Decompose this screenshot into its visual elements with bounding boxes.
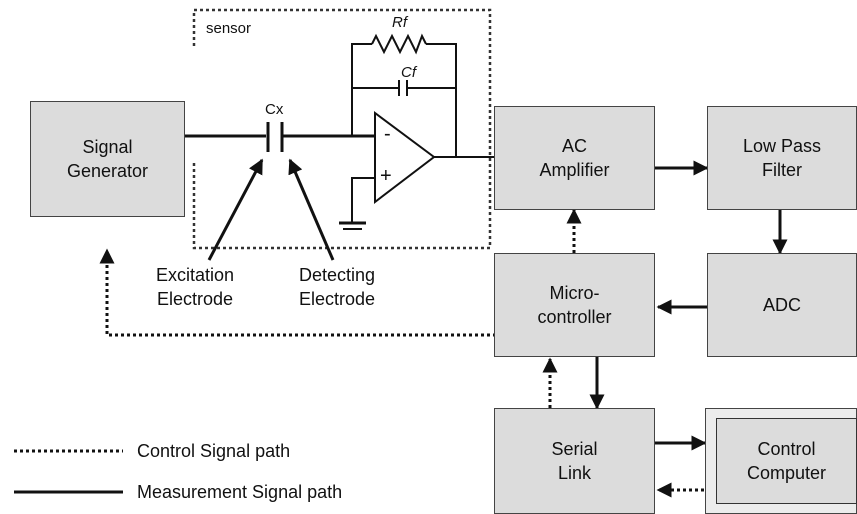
wire-ground bbox=[351, 177, 375, 222]
excitation-line2: Electrode bbox=[156, 289, 234, 309]
excitation-pointer bbox=[207, 158, 264, 261]
serial-link-block: Serial Link bbox=[494, 408, 655, 514]
wire-feedback-left bbox=[351, 43, 372, 136]
cf-label: Cf bbox=[401, 64, 416, 81]
low-pass-filter-line1: Low Pass bbox=[742, 136, 822, 156]
legend-control-label: Control Signal path bbox=[137, 441, 291, 461]
control-computer-line1: Control bbox=[757, 439, 816, 459]
opamp-minus-label: - bbox=[384, 123, 391, 145]
ac-amplifier-line1: AC bbox=[561, 136, 587, 156]
control-computer-block: Control Computer bbox=[716, 418, 857, 504]
signal-generator-block: Signal Generator bbox=[30, 101, 185, 217]
legend-measurement-label: Measurement Signal path bbox=[137, 482, 343, 502]
signal-generator-line1: Signal bbox=[82, 137, 133, 157]
rf-label: Rf bbox=[392, 14, 407, 31]
detecting-line1: Detecting bbox=[298, 265, 376, 285]
ac-amplifier-block: AC Amplifier bbox=[494, 106, 655, 210]
arrow-micro-generator bbox=[99, 248, 496, 337]
opamp-symbol bbox=[374, 111, 436, 205]
low-pass-filter-line2: Filter bbox=[761, 160, 802, 180]
serial-link-line2: Link bbox=[557, 463, 592, 483]
control-computer-line2: Computer bbox=[746, 463, 827, 483]
wire-feedback-right bbox=[426, 43, 457, 157]
microcontroller-line2: controller bbox=[537, 307, 612, 327]
adc-label: ADC bbox=[762, 295, 801, 315]
detecting-pointer bbox=[288, 158, 335, 261]
detecting-electrode-label: Detecting Electrode bbox=[287, 263, 387, 311]
sensor-label: sensor bbox=[206, 20, 252, 37]
cx-label: Cx bbox=[265, 101, 284, 118]
microcontroller-block: Micro- controller bbox=[494, 253, 655, 357]
detecting-line2: Electrode bbox=[298, 289, 376, 309]
opamp-plus-label: + bbox=[380, 165, 392, 187]
ac-amplifier-line2: Amplifier bbox=[539, 160, 610, 180]
resistor-rf bbox=[371, 33, 427, 55]
adc-block: ADC bbox=[707, 253, 857, 357]
excitation-electrode-label: Excitation Electrode bbox=[145, 263, 245, 311]
sensor-boundary bbox=[192, 8, 492, 250]
low-pass-filter-block: Low Pass Filter bbox=[707, 106, 857, 210]
microcontroller-line1: Micro- bbox=[549, 283, 600, 303]
excitation-line1: Excitation bbox=[155, 265, 235, 285]
signal-generator-line2: Generator bbox=[66, 161, 149, 181]
serial-link-line1: Serial bbox=[551, 439, 598, 459]
